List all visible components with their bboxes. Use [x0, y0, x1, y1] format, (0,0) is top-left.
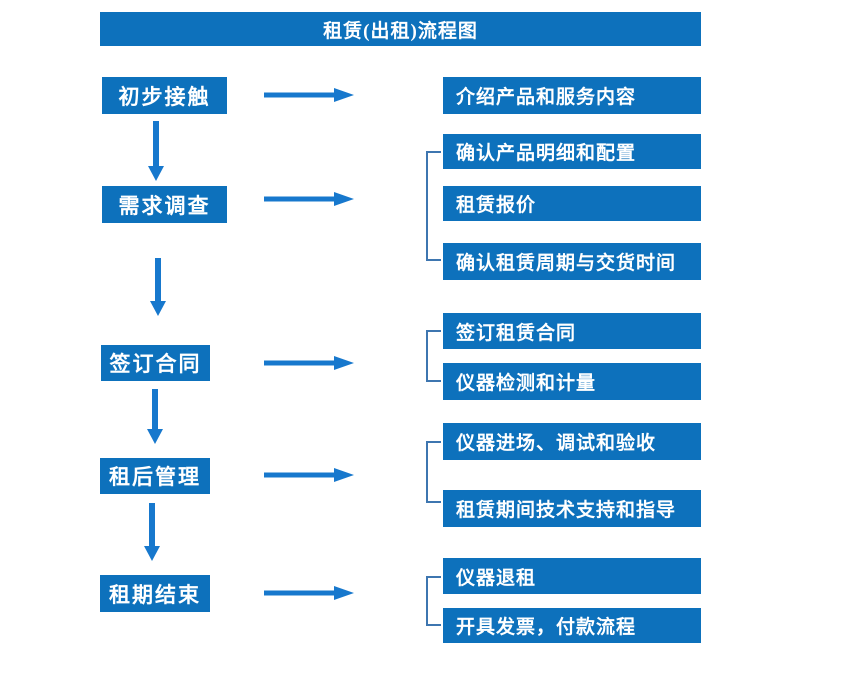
right-arrow-icon-5 [264, 585, 354, 601]
right-arrow-icon-1 [264, 87, 354, 103]
output-box-confirm-rental-period: 确认租赁周期与交货时间 [443, 243, 701, 280]
output-box-instrument-testing: 仪器检测和计量 [443, 363, 701, 400]
right-arrow-icon-4 [264, 467, 354, 483]
down-arrow-icon-1 [147, 121, 165, 181]
down-arrow-icon-4 [143, 503, 161, 561]
down-arrow-icon-2 [149, 258, 167, 316]
right-arrow-icon-3 [264, 355, 354, 371]
flowchart-title: 租赁(出租)流程图 [100, 12, 701, 46]
down-arrow-icon-3 [146, 389, 164, 444]
flowchart-title-text: 租赁(出租)流程图 [323, 20, 478, 42]
output-box-rental-quote: 租赁报价 [443, 186, 701, 221]
output-box-sign-rental-contract: 签订租赁合同 [443, 313, 701, 349]
output-box-instrument-entry-acceptance: 仪器进场、调试和验收 [443, 423, 701, 460]
output-box-introduce-products: 介绍产品和服务内容 [443, 77, 701, 114]
step-box-demand-survey: 需求调查 [102, 186, 227, 223]
group-bracket-sign-contract [426, 330, 441, 382]
group-bracket-demand-survey [426, 151, 441, 261]
step-box-post-rental-management: 租后管理 [100, 458, 210, 494]
step-box-sign-contract: 签订合同 [101, 345, 210, 381]
group-bracket-rental-end [426, 576, 441, 626]
step-box-initial-contact: 初步接触 [102, 77, 227, 114]
step-box-rental-end: 租期结束 [100, 575, 210, 612]
right-arrow-icon-2 [264, 191, 354, 207]
output-box-invoice-payment: 开具发票，付款流程 [443, 608, 701, 643]
output-box-instrument-return: 仪器退租 [443, 558, 701, 594]
output-box-confirm-product-details: 确认产品明细和配置 [443, 134, 701, 169]
group-bracket-post-rental [426, 441, 441, 503]
output-box-technical-support: 租赁期间技术支持和指导 [443, 490, 701, 527]
